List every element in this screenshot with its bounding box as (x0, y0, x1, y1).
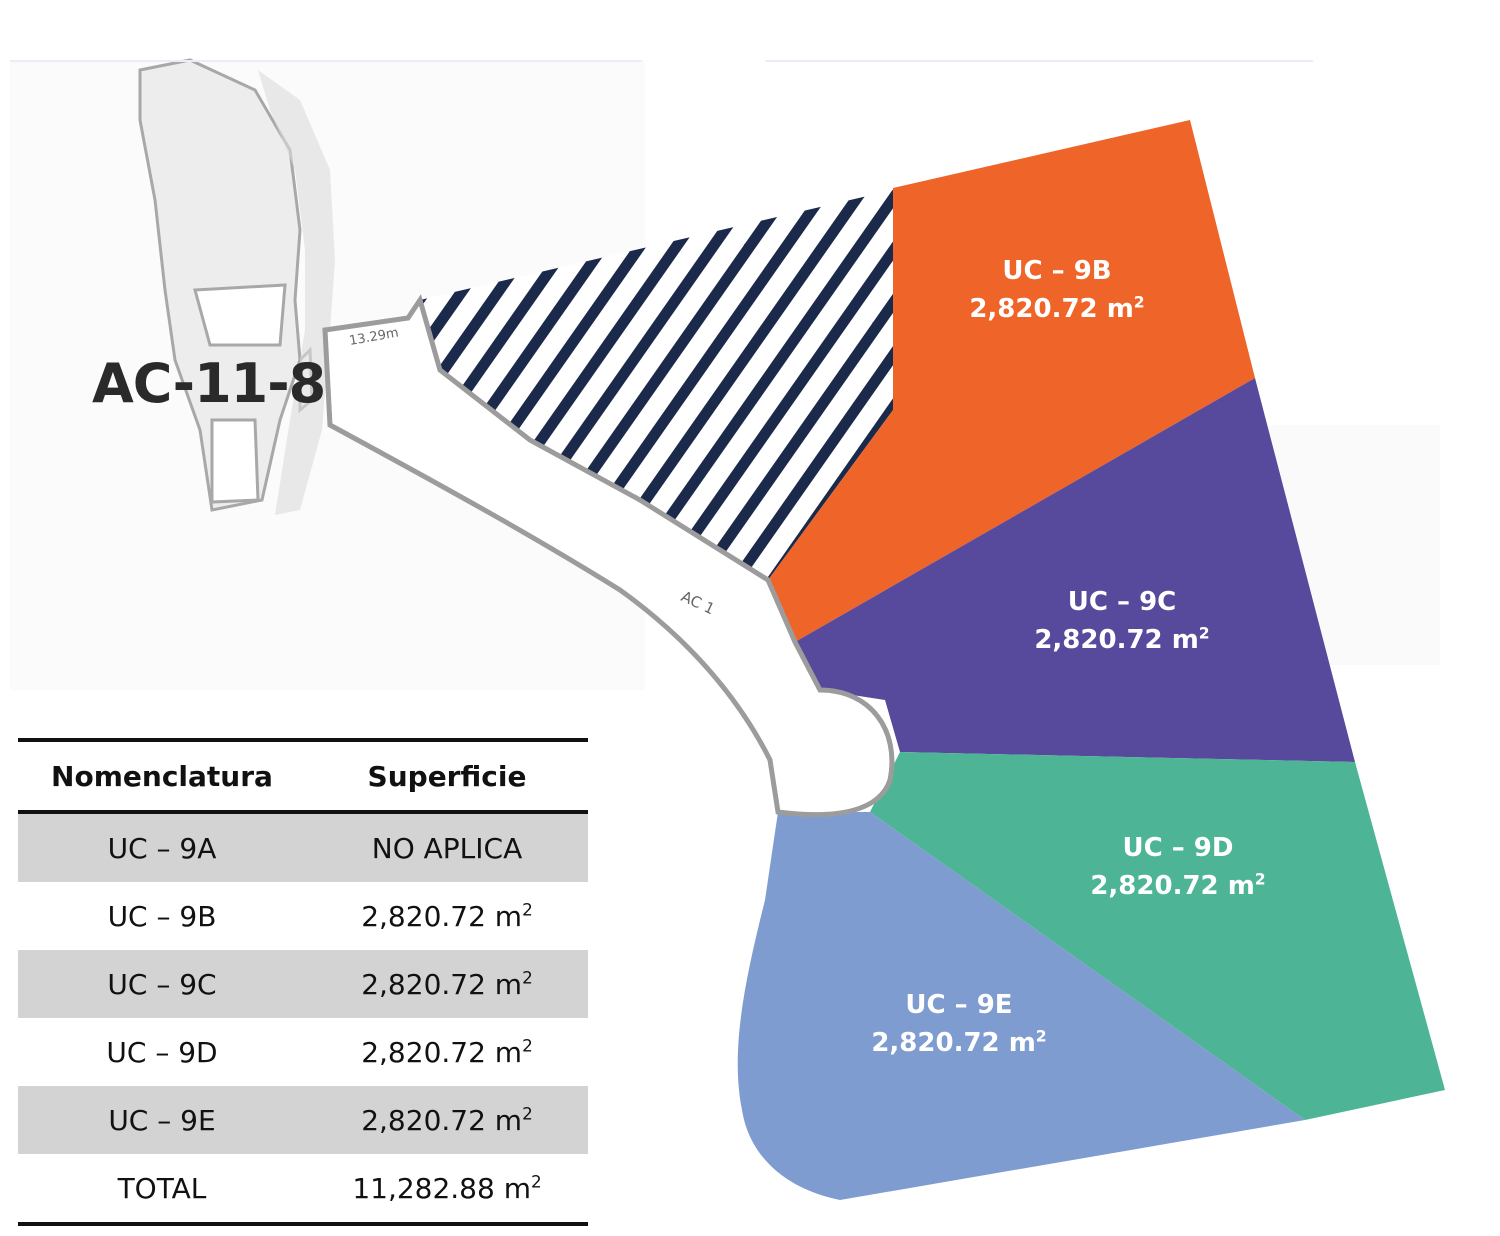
row-name: UC – 9E (18, 1086, 306, 1154)
row-value: 2,820.72 m2 (306, 950, 588, 1018)
lot-uc-9c[interactable] (795, 378, 1355, 762)
lot-uc-9e[interactable] (737, 812, 1305, 1200)
lot-id: UC – 9B (1002, 256, 1112, 286)
lot-label-uc-9e: UC – 9E 2,820.72 m2 (829, 986, 1089, 1062)
lot-label-uc-9d: UC – 9D 2,820.72 m2 (1048, 829, 1308, 905)
map-frame-line (765, 60, 1313, 62)
row-name: UC – 9A (18, 812, 306, 882)
lot-uc-9d[interactable] (870, 752, 1445, 1120)
map-frame-line (10, 60, 642, 62)
lot-id: UC – 9D (1122, 833, 1234, 863)
row-value: 2,820.72 m2 (306, 1086, 588, 1154)
table-header-row: Nomenclatura Superficie (18, 738, 588, 814)
row-name: UC – 9C (18, 950, 306, 1018)
lot-uc-9a-hatched[interactable] (420, 190, 893, 580)
lot-label-uc-9c: UC – 9C 2,820.72 m2 (992, 583, 1252, 659)
table-row: UC – 9C 2,820.72 m2 (18, 950, 588, 1018)
row-value: 2,820.72 m2 (361, 899, 533, 933)
street-outline (322, 294, 895, 818)
lot-uc-9b[interactable] (768, 120, 1255, 642)
row-value: 2,820.72 m2 (361, 1035, 533, 1069)
header-nomenclatura: Nomenclatura (18, 738, 306, 814)
lot-label-uc-9b: UC – 9B 2,820.72 m2 (927, 252, 1187, 328)
row-name: UC – 9B (107, 899, 217, 933)
lot-area: 2,820.72 m2 (1090, 870, 1266, 901)
row-name: TOTAL (18, 1154, 306, 1226)
neighbor-parcel-label: AC-11-8 (92, 352, 326, 415)
lot-area: 2,820.72 m2 (1034, 624, 1210, 655)
table-row: UC – 9D 2,820.72 m2 (18, 1018, 588, 1086)
road-strip (258, 70, 335, 515)
area-table: Nomenclatura Superficie UC – 9A NO APLIC… (18, 738, 588, 1226)
table-row: UC – 9E 2,820.72 m2 (18, 1086, 588, 1154)
lot-id: UC – 9E (905, 990, 1013, 1020)
table-row: UC – 9B 2,820.72 m2 (18, 882, 588, 950)
table-row-total: TOTAL 11,282.88 m2 (18, 1154, 588, 1226)
row-value: 11,282.88 m2 (306, 1154, 588, 1226)
table-row: UC – 9A NO APLICA (18, 812, 588, 882)
row-name: UC – 9D (106, 1035, 218, 1069)
lot-area: 2,820.72 m2 (969, 293, 1145, 324)
header-superficie: Superficie (306, 738, 588, 814)
lot-area: 2,820.72 m2 (871, 1027, 1047, 1058)
row-value: NO APLICA (306, 812, 588, 882)
lot-id: UC – 9C (1067, 587, 1177, 617)
